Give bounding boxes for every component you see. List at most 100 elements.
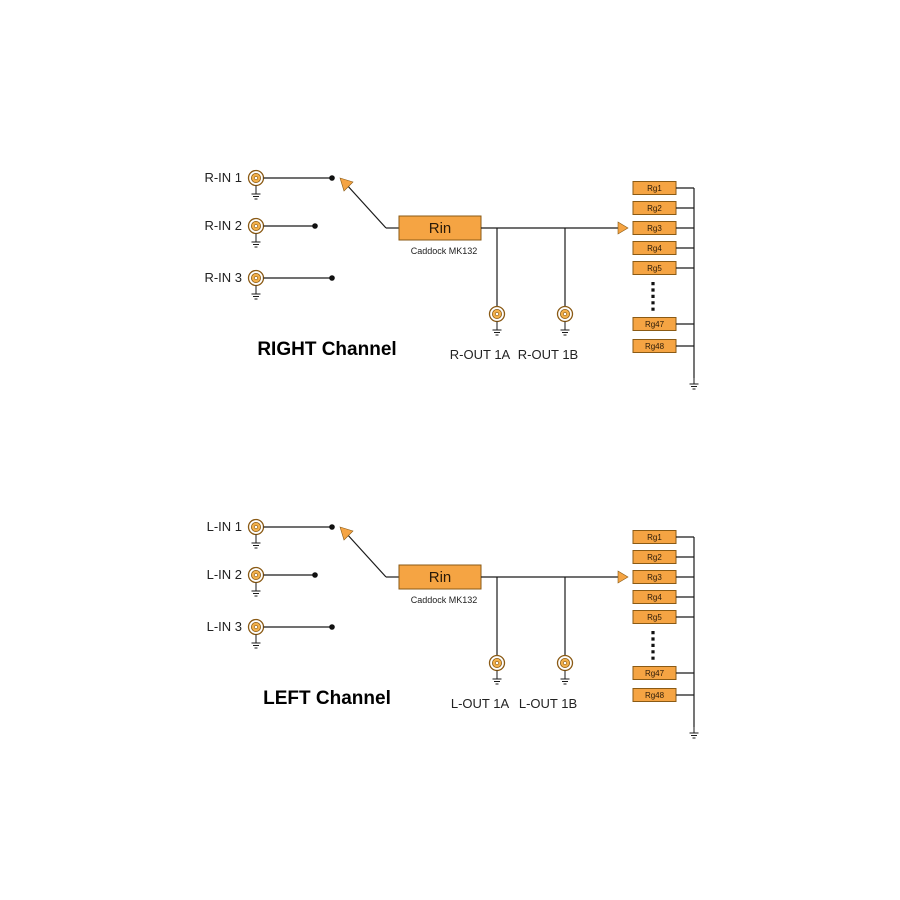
input-row-2: L-IN 2 bbox=[207, 566, 318, 597]
ladder-resistor: Rg4 bbox=[632, 241, 694, 255]
selector-contact bbox=[329, 175, 335, 181]
output-jack-icon bbox=[488, 654, 506, 685]
ladder-resistor: Rg48 bbox=[632, 688, 694, 702]
ladder-resistor-label: Rg48 bbox=[645, 342, 665, 351]
input-jack-icon bbox=[247, 618, 265, 649]
input-row-1: R-IN 1 bbox=[204, 169, 335, 200]
ladder-resistor-label: Rg3 bbox=[647, 573, 662, 582]
channel-title: RIGHT Channel bbox=[257, 339, 396, 360]
output-label: L-OUT 1B bbox=[519, 696, 577, 711]
output-jack-icon bbox=[488, 305, 506, 336]
input-label: R-IN 1 bbox=[204, 170, 242, 185]
output-jack-icon bbox=[556, 305, 574, 336]
ladder-resistor: Rg4 bbox=[632, 590, 694, 604]
rin-resistor bbox=[398, 564, 482, 590]
rin-label: Rin bbox=[429, 569, 452, 586]
ladder-resistor: Rg47 bbox=[632, 666, 694, 680]
input-label: R-IN 3 bbox=[204, 270, 242, 285]
ground-icon bbox=[492, 673, 502, 685]
input-jack-icon bbox=[247, 269, 265, 300]
ladder-resistor-label: Rg1 bbox=[647, 184, 662, 193]
ladder-resistor: Rg3 bbox=[632, 221, 694, 235]
ground-icon bbox=[492, 324, 502, 336]
ladder-resistor-label: Rg4 bbox=[647, 244, 662, 253]
ground-icon bbox=[251, 585, 261, 597]
ladder-resistor-label: Rg47 bbox=[645, 669, 665, 678]
jack-pin bbox=[254, 276, 258, 280]
selector-arm bbox=[345, 532, 387, 578]
rin-model-label: Caddock MK132 bbox=[411, 246, 478, 256]
ground-icon bbox=[560, 673, 570, 685]
ground-icon bbox=[251, 188, 261, 200]
jack-pin bbox=[254, 573, 258, 577]
ladder-resistor-label: Rg5 bbox=[647, 264, 662, 273]
selector-contact bbox=[329, 275, 335, 281]
output-jack-1: R-OUT 1A bbox=[450, 228, 511, 362]
selector-arrow-icon bbox=[339, 177, 354, 192]
rin-resistor bbox=[398, 215, 482, 241]
output-jack-2: R-OUT 1B bbox=[518, 228, 578, 362]
jack-pin bbox=[254, 176, 258, 180]
jack-pin bbox=[254, 625, 258, 629]
input-jack-icon bbox=[247, 518, 265, 549]
input-row-3: R-IN 3 bbox=[204, 269, 335, 300]
jack-pin bbox=[563, 661, 567, 665]
ground-icon bbox=[689, 378, 699, 390]
rin-model-label: Caddock MK132 bbox=[411, 595, 478, 605]
ground-icon bbox=[251, 236, 261, 248]
output-jack-icon bbox=[556, 654, 574, 685]
volume-arrow-icon bbox=[617, 570, 629, 584]
ladder-resistor: Rg2 bbox=[632, 550, 694, 564]
ladder-resistor: Rg1 bbox=[632, 530, 694, 544]
ladder-resistor-label: Rg2 bbox=[647, 553, 662, 562]
selector-contact bbox=[312, 223, 318, 229]
input-row-1: L-IN 1 bbox=[207, 518, 335, 549]
ladder-resistor-label: Rg47 bbox=[645, 320, 665, 329]
ladder-resistor-label: Rg3 bbox=[647, 224, 662, 233]
input-jack-icon bbox=[247, 566, 265, 597]
output-label: R-OUT 1B bbox=[518, 347, 578, 362]
ladder-resistor-label: Rg4 bbox=[647, 593, 662, 602]
channel-title: LEFT Channel bbox=[263, 688, 391, 709]
ladder-resistor: Rg1 bbox=[632, 181, 694, 195]
output-label: L-OUT 1A bbox=[451, 696, 510, 711]
input-label: R-IN 2 bbox=[204, 218, 242, 233]
volume-arrow-icon bbox=[617, 221, 629, 235]
ground-icon bbox=[560, 324, 570, 336]
ground-icon bbox=[251, 637, 261, 649]
ground-icon bbox=[251, 288, 261, 300]
jack-pin bbox=[254, 525, 258, 529]
selector-contact bbox=[329, 624, 335, 630]
ladder-resistor: Rg48 bbox=[632, 339, 694, 353]
jack-pin bbox=[495, 312, 499, 316]
ladder-resistor-label: Rg5 bbox=[647, 613, 662, 622]
input-row-2: R-IN 2 bbox=[204, 217, 318, 248]
output-jack-2: L-OUT 1B bbox=[519, 577, 577, 711]
input-label: L-IN 2 bbox=[207, 567, 242, 582]
ground-icon bbox=[251, 537, 261, 549]
ladder-resistor-label: Rg48 bbox=[645, 691, 665, 700]
ground-icon bbox=[689, 727, 699, 739]
ladder-resistor: Rg2 bbox=[632, 201, 694, 215]
ladder-resistor: Rg5 bbox=[632, 610, 694, 624]
output-jack-1: L-OUT 1A bbox=[451, 577, 510, 711]
selector-contact bbox=[329, 524, 335, 530]
ladder-resistor-label: Rg1 bbox=[647, 533, 662, 542]
input-label: L-IN 3 bbox=[207, 619, 242, 634]
input-label: L-IN 1 bbox=[207, 519, 242, 534]
input-row-3: L-IN 3 bbox=[207, 618, 335, 649]
input-jack-icon bbox=[247, 217, 265, 248]
selector-arrow-icon bbox=[339, 526, 354, 541]
selector-contact bbox=[312, 572, 318, 578]
selector-arm bbox=[345, 183, 387, 229]
ladder-resistor: Rg47 bbox=[632, 317, 694, 331]
jack-pin bbox=[254, 224, 258, 228]
jack-pin bbox=[563, 312, 567, 316]
ladder-resistor-label: Rg2 bbox=[647, 204, 662, 213]
ladder-resistor: Rg3 bbox=[632, 570, 694, 584]
